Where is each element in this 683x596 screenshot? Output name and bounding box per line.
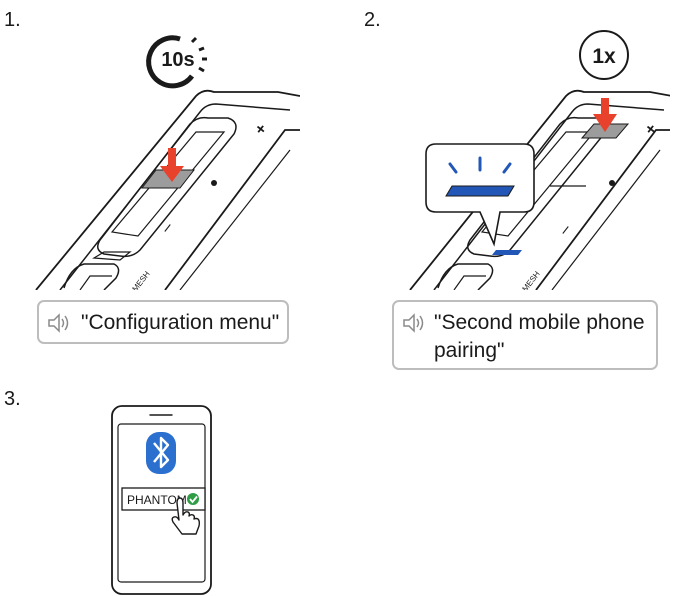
- press-arrow-icon: [593, 98, 617, 132]
- device-entry[interactable]: [121, 487, 206, 511]
- mesh-label: MESH: [130, 269, 151, 293]
- step-1-number: 1.: [4, 9, 21, 31]
- voice-prompt-text-2-line2: pairing": [434, 339, 505, 362]
- led-glow-icon: [448, 156, 512, 174]
- minus-label: –: [158, 219, 177, 237]
- plus-label: +: [252, 121, 271, 139]
- timer-icon: 10s: [146, 35, 207, 89]
- voice-prompt-box-1: "Configuration menu": [37, 300, 289, 344]
- speaker-icon: [403, 313, 424, 333]
- device-name: PHANTOM: [127, 493, 187, 507]
- voice-prompt-text-2-line1: "Second mobile phone: [434, 311, 645, 334]
- mesh-label-2: MESH: [520, 269, 541, 293]
- voice-prompt-box-2: "Second mobile phone pairing": [392, 300, 658, 370]
- bluetooth-icon: [146, 432, 176, 474]
- press-arrow-icon: [160, 148, 184, 182]
- voice-prompt-text-1: "Configuration menu": [81, 311, 280, 334]
- count-badge: 1x: [579, 30, 629, 80]
- speaker-icon: [48, 313, 69, 333]
- check-icon: [187, 493, 199, 505]
- headset-device: + – MESH: [35, 89, 300, 293]
- hand-pointer-icon: [171, 497, 201, 535]
- count-label: 1x: [592, 45, 616, 68]
- led-indicator: [492, 250, 522, 255]
- step-2-number: 2.: [364, 9, 381, 31]
- headset-device-2: + – MESH: [409, 89, 670, 293]
- led-callout: [425, 143, 535, 247]
- timer-label: 10s: [161, 49, 194, 71]
- plus-label-2: +: [642, 121, 661, 139]
- step-3-number: 3.: [4, 388, 21, 410]
- minus-label-2: –: [556, 221, 575, 239]
- pressed-button-2: [580, 123, 630, 139]
- pressed-button: [140, 169, 196, 189]
